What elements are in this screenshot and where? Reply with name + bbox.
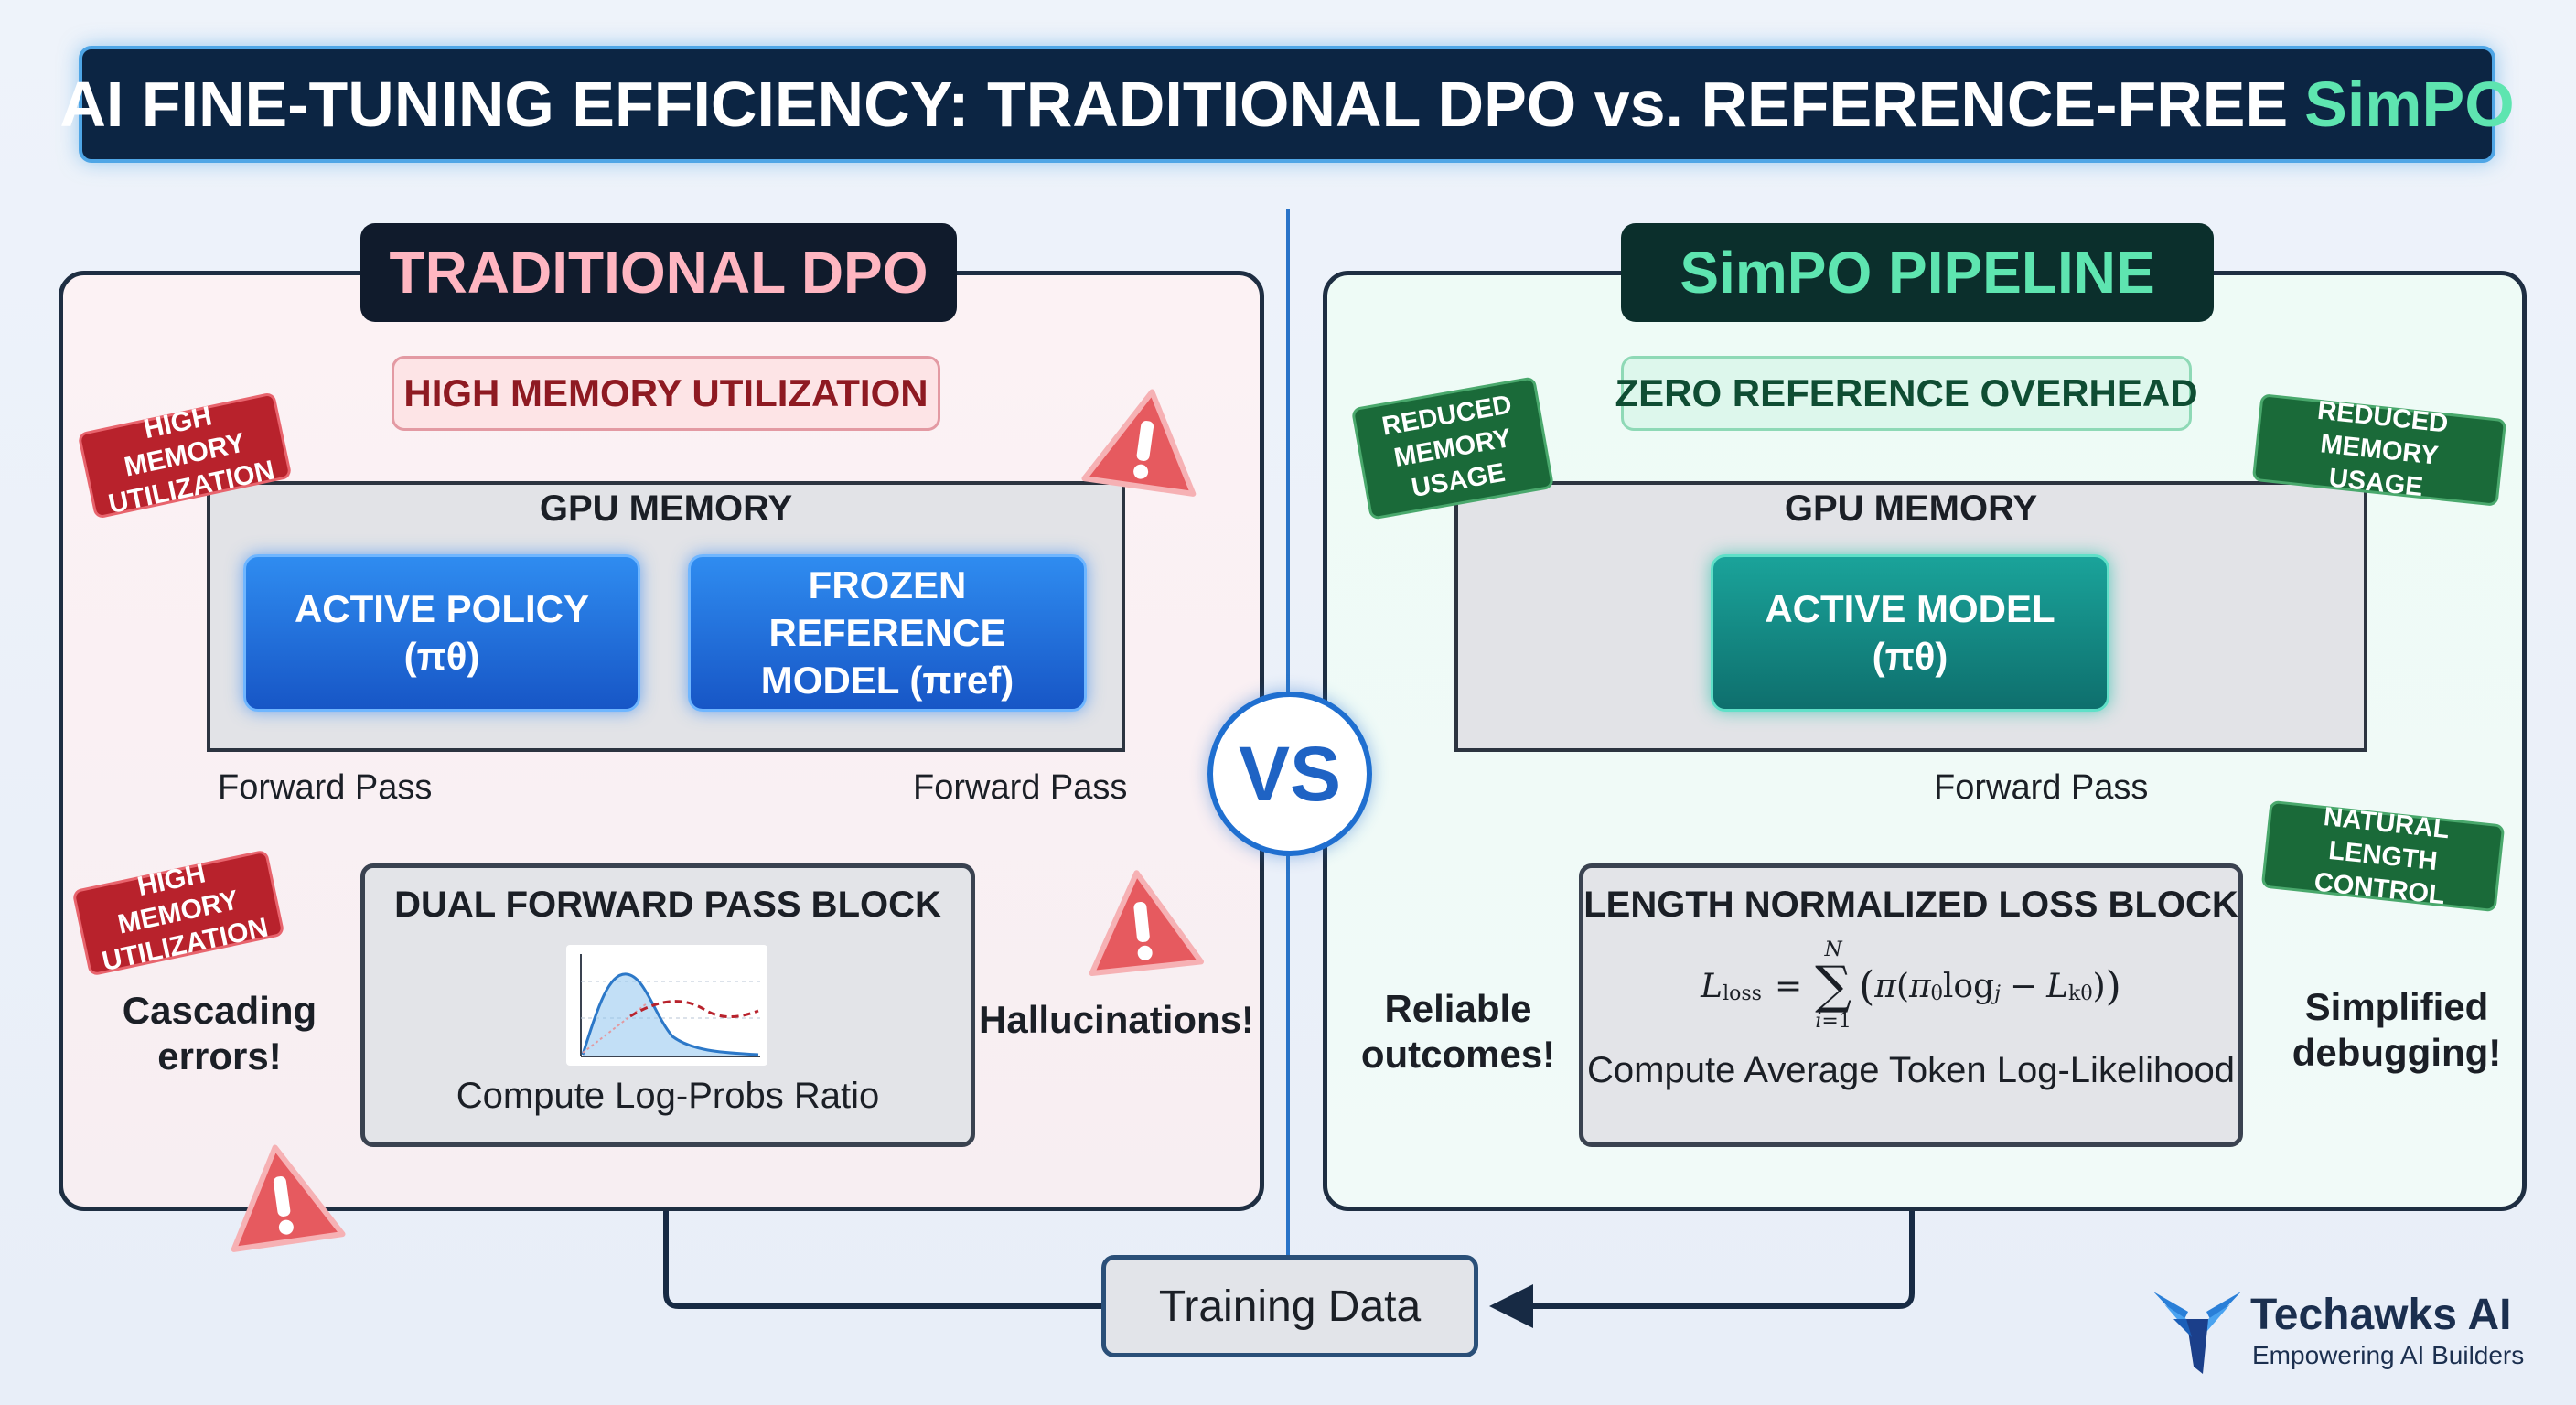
warning-icon [1081,389,1197,497]
forward-pass-label-simpo: Forward Pass [1934,768,2149,807]
training-data-box: Training Data [1101,1255,1478,1357]
title-accent: SimPO [2304,69,2515,140]
active-model-box: ACTIVE MODEL (πθ) [1711,554,2109,712]
arrow-loss-to-training [1489,1147,1915,1328]
cascading-errors-note: Cascading errors! [122,989,317,1078]
simpo-panel-title: SimPO PIPELINE [1621,223,2214,322]
brand-name: Techawks AI [2250,1291,2512,1339]
log-prob-chart-icon [566,945,767,1066]
forward-pass-label-left: Forward Pass [218,768,433,807]
dpo-panel-title: TRADITIONAL DPO [360,223,957,322]
dpo-banner: HIGH MEMORY UTILIZATION [392,356,940,431]
reduced-memory-tag-right: REDUCED MEMORY USAGE [2251,393,2507,507]
warning-icon [1089,870,1205,976]
warning-icon [231,1144,346,1252]
brand-tagline: Empowering AI Builders [2252,1341,2525,1369]
active-model-line2: (πθ) [1872,635,1948,678]
forward-pass-label-right: Forward Pass [913,768,1128,807]
hawk-logo-icon [2153,1292,2241,1374]
simpo-banner: ZERO REFERENCE OVERHEAD [1615,356,2198,431]
active-policy-box: ACTIVE POLICY (πθ) [243,554,640,712]
gpu-memory-label: GPU MEMORY [1784,488,2038,529]
length-normalized-loss-title: LENGTH NORMALIZED LOSS BLOCK [1583,885,2238,925]
arrow-training-to-dual [644,1160,1101,1309]
simplified-debugging-note: Simplified debugging! [2292,985,2502,1074]
frozen-reference-line2: MODEL (πref) [760,659,1014,702]
title-main: AI FINE-TUNING EFFICIENCY: TRADITIONAL D… [59,69,2289,140]
frozen-reference-box: FROZEN REFERENCE MODEL (πref) [688,554,1087,712]
dual-forward-pass-text: Compute Log-Probs Ratio [456,1076,880,1116]
natural-length-tag: NATURAL LENGTH CONTROL [2260,799,2506,913]
vs-badge: VS [1208,692,1372,856]
reliable-outcomes-note: Reliable outcomes! [1360,987,1556,1076]
frozen-reference-line1: FROZEN REFERENCE [768,563,1006,654]
active-model-line1: ACTIVE MODEL [1765,587,2055,630]
length-normalized-loss-text: Compute Average Token Log-Likelihood [1587,1050,2235,1090]
dual-forward-pass-title: DUAL FORWARD PASS BLOCK [394,885,941,925]
page-title: AI FINE-TUNING EFFICIENCY: TRADITIONAL D… [59,46,2515,163]
gpu-memory-label: GPU MEMORY [539,488,793,529]
hallucinations-note: Hallucinations! [979,998,1255,1041]
active-policy-line2: (πθ) [403,635,480,678]
dual-forward-pass-block: DUAL FORWARD PASS BLOCK Compute Log-Prob… [360,863,975,1147]
active-policy-line1: ACTIVE POLICY [294,587,590,630]
